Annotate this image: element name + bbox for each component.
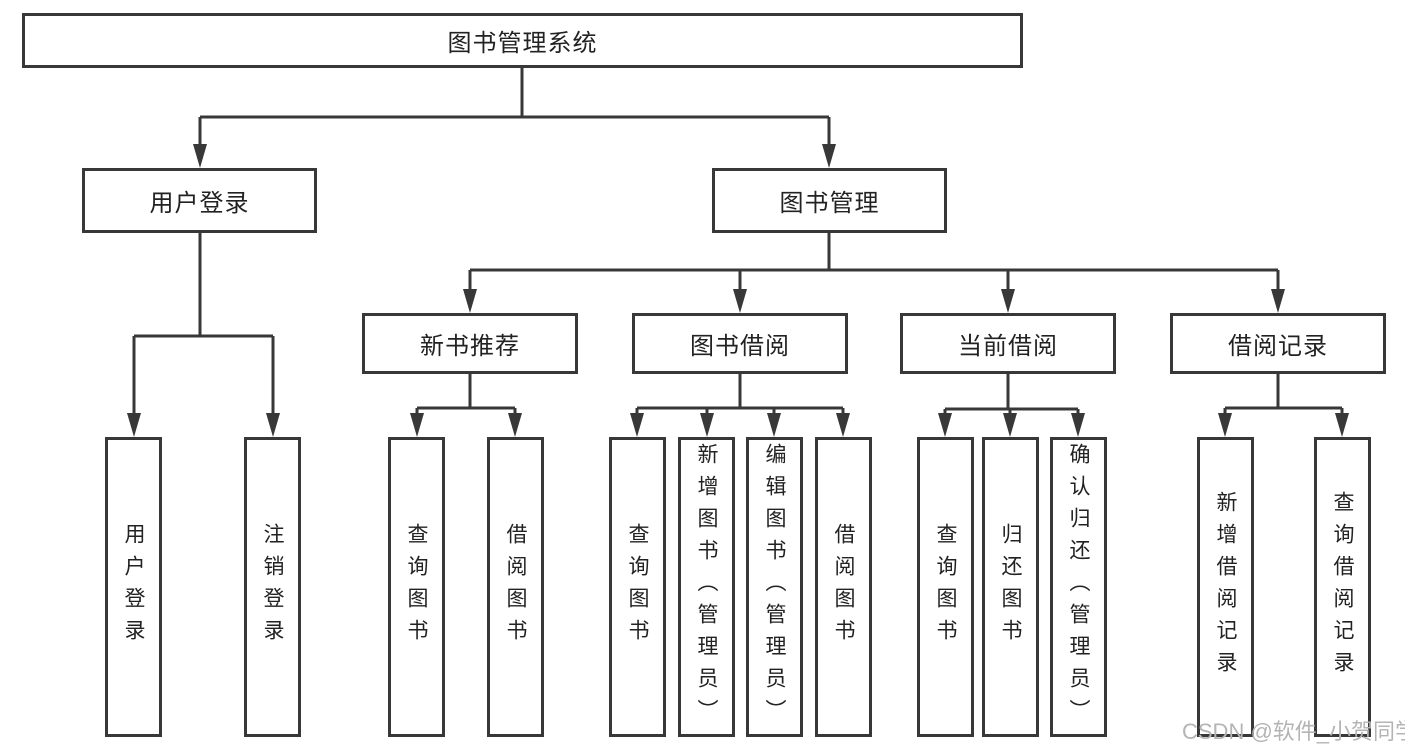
leaf-borrow-books: 借阅图书 (815, 437, 872, 737)
leaf-logout: 注销登录 (244, 437, 301, 737)
leaf-add-borrow-record: 新增借阅记录 (1197, 437, 1254, 737)
arrow-icon (127, 413, 141, 437)
arrow-icon (630, 413, 644, 437)
arrow-icon (938, 413, 952, 437)
node-new-book-recommend: 新书推荐 (362, 313, 578, 374)
node-current-borrowing: 当前借阅 (900, 313, 1116, 374)
node-label: 查询图书 (405, 523, 428, 651)
arrow-icon (767, 413, 781, 437)
node-label: 图书管理系统 (447, 30, 598, 57)
csdn-watermark: CSDN @软件_小贺同学 (1182, 719, 1405, 744)
node-label: 注销登录 (261, 523, 284, 651)
node-label: 新增图书（管理员） (695, 443, 718, 731)
arrowheads (127, 144, 1349, 437)
leaf-query-books-current: 查询图书 (917, 437, 974, 737)
leaf-edit-book-admin: 编辑图书（管理员） (746, 437, 803, 737)
arrow-icon (1271, 289, 1285, 313)
node-library-management-system: 图书管理系统 (22, 13, 1023, 68)
arrow-icon (836, 413, 850, 437)
node-label: 查询图书 (934, 523, 957, 651)
leaf-add-book-admin: 新增图书（管理员） (678, 437, 735, 737)
arrow-icon (193, 144, 207, 168)
node-user-login: 用户登录 (82, 168, 317, 233)
arrow-icon (1071, 413, 1085, 437)
node-book-management: 图书管理 (712, 168, 947, 233)
node-label: 新增借阅记录 (1214, 491, 1237, 683)
node-label: 用户登录 (149, 190, 250, 217)
arrow-icon (733, 289, 747, 313)
leaf-query-borrow-record: 查询借阅记录 (1314, 437, 1371, 737)
node-label: 借阅图书 (832, 523, 855, 651)
leaf-query-books-recommend: 查询图书 (388, 437, 445, 737)
arrow-icon (1218, 413, 1232, 437)
connector-path (132, 68, 1344, 415)
arrow-icon (822, 144, 836, 168)
leaf-query-books-borrowing: 查询图书 (609, 437, 666, 737)
node-label: 借阅记录 (1228, 333, 1328, 360)
node-label: 图书管理 (779, 190, 880, 217)
arrow-icon (1001, 289, 1015, 313)
node-book-borrowing: 图书借阅 (632, 313, 848, 374)
leaf-borrow-books-recommend: 借阅图书 (487, 437, 544, 737)
node-label: 编辑图书（管理员） (763, 443, 786, 731)
arrow-icon (508, 413, 522, 437)
node-borrow-records: 借阅记录 (1170, 313, 1386, 374)
arrow-icon (410, 413, 424, 437)
node-label: 借阅图书 (504, 523, 527, 651)
node-label: 归还图书 (999, 523, 1022, 651)
node-label: 查询借阅记录 (1331, 491, 1354, 683)
arrow-icon (1335, 413, 1349, 437)
arrow-icon (1003, 413, 1017, 437)
node-label: 图书借阅 (690, 333, 790, 360)
arrow-icon (700, 413, 714, 437)
leaf-user-login: 用户登录 (105, 437, 162, 737)
node-label: 当前借阅 (958, 333, 1058, 360)
leaf-return-books: 归还图书 (982, 437, 1039, 737)
node-label: 新书推荐 (420, 333, 520, 360)
node-label: 确认归还（管理员） (1067, 443, 1090, 731)
leaf-confirm-return-admin: 确认归还（管理员） (1050, 437, 1107, 737)
arrow-icon (463, 289, 477, 313)
node-label: 用户登录 (122, 523, 145, 651)
arrow-icon (266, 413, 280, 437)
node-label: 查询图书 (626, 523, 649, 651)
